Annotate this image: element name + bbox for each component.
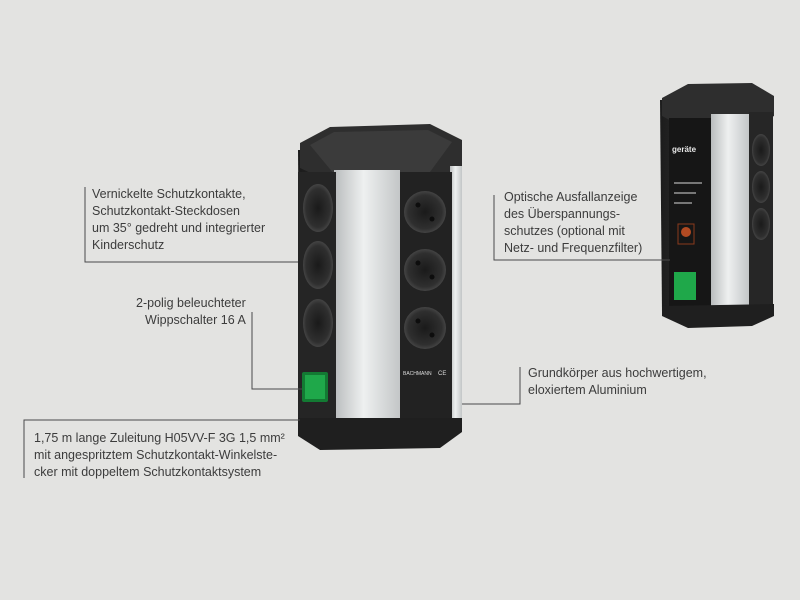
leader-lines — [23, 187, 670, 478]
tower-base — [298, 418, 462, 450]
ce-mark: CE — [438, 371, 446, 377]
secondary-power-tower: geräte — [660, 83, 774, 328]
main-power-tower: BACHMANN CE — [298, 124, 462, 450]
annotation-cable-line: 1,75 m lange Zuleitung H05VV-F 3G 1,5 mm… — [34, 431, 285, 445]
annotation-body-line: Grundkörper aus hochwertigem, — [528, 366, 707, 380]
annotation-switch-line: Wippschalter 16 A — [145, 313, 246, 327]
socket-front-1 — [404, 191, 446, 233]
leader-cable — [23, 419, 300, 478]
annotation-contacts-line: Kinderschutz — [92, 238, 165, 252]
annotation-body-line: eloxiertem Aluminium — [528, 383, 647, 397]
leader-contacts — [84, 187, 298, 263]
leader-switch — [251, 312, 302, 390]
annotation-indicator: Optische Ausfallanzeige des Überspannung… — [504, 189, 642, 257]
annotation-contacts: Vernickelte Schutzkontakte, Schutzkontak… — [92, 186, 265, 254]
annotation-body: Grundkörper aus hochwertigem, eloxiertem… — [528, 365, 707, 399]
annotation-indicator-line: des Überspannungs- — [504, 207, 621, 221]
indicator-led — [681, 227, 691, 237]
socket-left-3 — [303, 299, 333, 347]
brand-mark-left: BACHMANN — [403, 371, 432, 377]
brand-mark-right: geräte — [672, 145, 697, 154]
socket-front-3 — [404, 307, 446, 349]
aluminium-panel-left — [334, 170, 400, 418]
annotation-cable-line: mit angespritztem Schutzkontakt-Winkelst… — [34, 448, 278, 462]
aluminium-panel-right — [450, 166, 462, 418]
annotation-switch: 2-polig beleuchteter Wippschalter 16 A — [136, 295, 246, 329]
annotation-cable: 1,75 m lange Zuleitung H05VV-F 3G 1,5 mm… — [34, 430, 285, 481]
annotation-cable-line: cker mit doppeltem Schutzkontaktsystem — [34, 465, 262, 479]
annotation-contacts-line: Schutzkontakt-Steckdosen — [92, 204, 240, 218]
annotation-indicator-line: Netz- und Frequenzfilter) — [504, 241, 643, 255]
annotation-contacts-line: um 35° gedreht und integrierter — [92, 221, 266, 235]
annotation-indicator-line: Optische Ausfallanzeige — [504, 190, 638, 204]
annotation-indicator-line: schutzes (optional mit — [504, 224, 625, 238]
secondary-rocker-switch — [674, 272, 696, 300]
annotation-switch-line: 2-polig beleuchteter — [136, 296, 246, 310]
socket-front-2 — [404, 249, 446, 291]
leader-indicator — [493, 195, 670, 261]
annotation-contacts-line: Vernickelte Schutzkontakte, — [92, 187, 246, 201]
socket-left-2 — [303, 241, 333, 289]
socket-left-1 — [303, 184, 333, 232]
leader-body — [462, 367, 521, 405]
